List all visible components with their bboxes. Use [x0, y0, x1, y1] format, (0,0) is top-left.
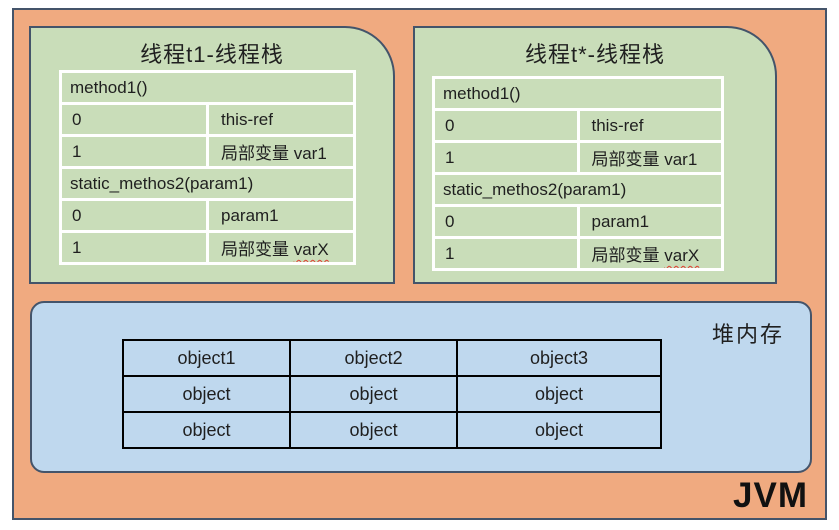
frame-method-row: method1(): [62, 73, 353, 102]
heap-column-header: object2: [289, 339, 459, 377]
slot-value: 局部变量 varX: [209, 233, 353, 262]
slot-value: 局部变量 varX: [579, 239, 721, 268]
heap-object-cell: object: [121, 411, 292, 449]
heap-object-cell: object: [456, 411, 662, 449]
slot-index: 0: [62, 105, 206, 134]
slot-value: param1: [579, 207, 721, 236]
heap-column-header: object3: [456, 339, 662, 377]
frame-method-row: static_methos2(param1): [435, 175, 721, 204]
thread-stack-title: 线程t1-线程栈: [140, 42, 284, 67]
heap-object-cell: object: [289, 411, 459, 449]
slot-value: this-ref: [209, 105, 353, 134]
slot-index: 1: [435, 239, 577, 268]
slot-index: 1: [435, 143, 577, 172]
jvm-label: JVM: [733, 476, 808, 515]
method-signature: method1(): [435, 79, 721, 108]
slot-value: 局部变量 var1: [209, 137, 353, 166]
heap-object-cell: object: [456, 375, 662, 413]
heap-column-header: object1: [121, 339, 292, 377]
method-signature: static_methos2(param1): [62, 169, 353, 198]
heap-object-cell: object: [289, 375, 459, 413]
method-signature: static_methos2(param1): [435, 175, 721, 204]
method-signature: method1(): [62, 73, 353, 102]
slot-index: 1: [62, 137, 206, 166]
thread-stack-title: 线程t*-线程栈: [524, 42, 665, 67]
slot-value: this-ref: [579, 111, 721, 140]
slot-value: 局部变量 var1: [579, 143, 721, 172]
frame-method-row: method1(): [435, 79, 721, 108]
spellcheck-marked-text: varX: [293, 240, 329, 259]
slot-index: 0: [435, 111, 577, 140]
slot-index: 0: [435, 207, 577, 236]
slot-value: param1: [209, 201, 353, 230]
heap-object-cell: object: [121, 375, 292, 413]
frame-method-row: static_methos2(param1): [62, 169, 353, 198]
slot-index: 0: [62, 201, 206, 230]
slot-index: 1: [62, 233, 206, 262]
heap-label: 堆内存: [711, 322, 784, 347]
spellcheck-marked-text: varX: [664, 246, 700, 265]
